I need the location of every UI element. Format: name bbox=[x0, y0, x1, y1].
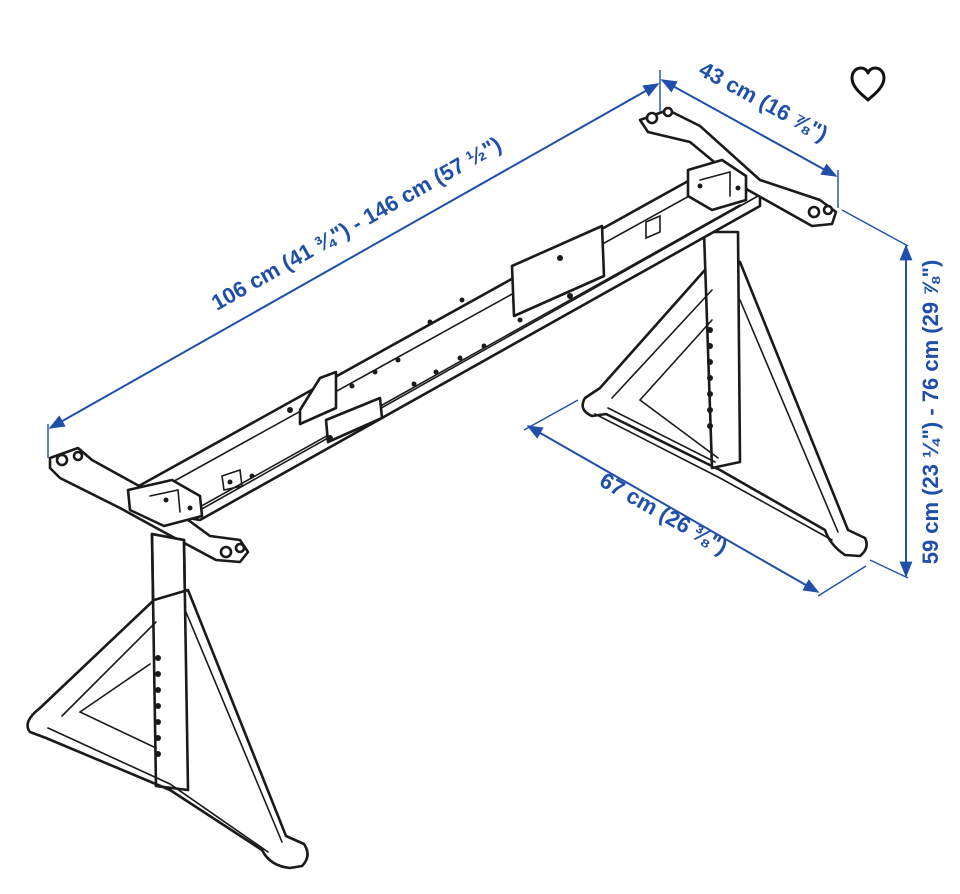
desk-frame-illustration bbox=[26, 106, 868, 870]
heart-outline-icon bbox=[850, 66, 886, 102]
left-top-bracket bbox=[48, 446, 250, 564]
top-depth-dimension-label: 43 cm (16 ⅞") bbox=[695, 56, 832, 146]
foot-depth-dimension-label: 67 cm (26 ⅜") bbox=[596, 468, 732, 560]
length-dimension-label: 106 cm (41 ¾") - 146 cm (57 ½") bbox=[207, 132, 506, 316]
right-leg-holes bbox=[707, 327, 713, 429]
left-leg bbox=[26, 532, 309, 870]
height-dimension: 59 cm (23 ¼") - 76 cm (29 ⅞") bbox=[841, 209, 943, 579]
favorite-button[interactable] bbox=[842, 58, 894, 110]
height-dimension-label: 59 cm (23 ¼") - 76 cm (29 ⅞") bbox=[918, 260, 943, 565]
left-leg-holes bbox=[155, 655, 161, 757]
